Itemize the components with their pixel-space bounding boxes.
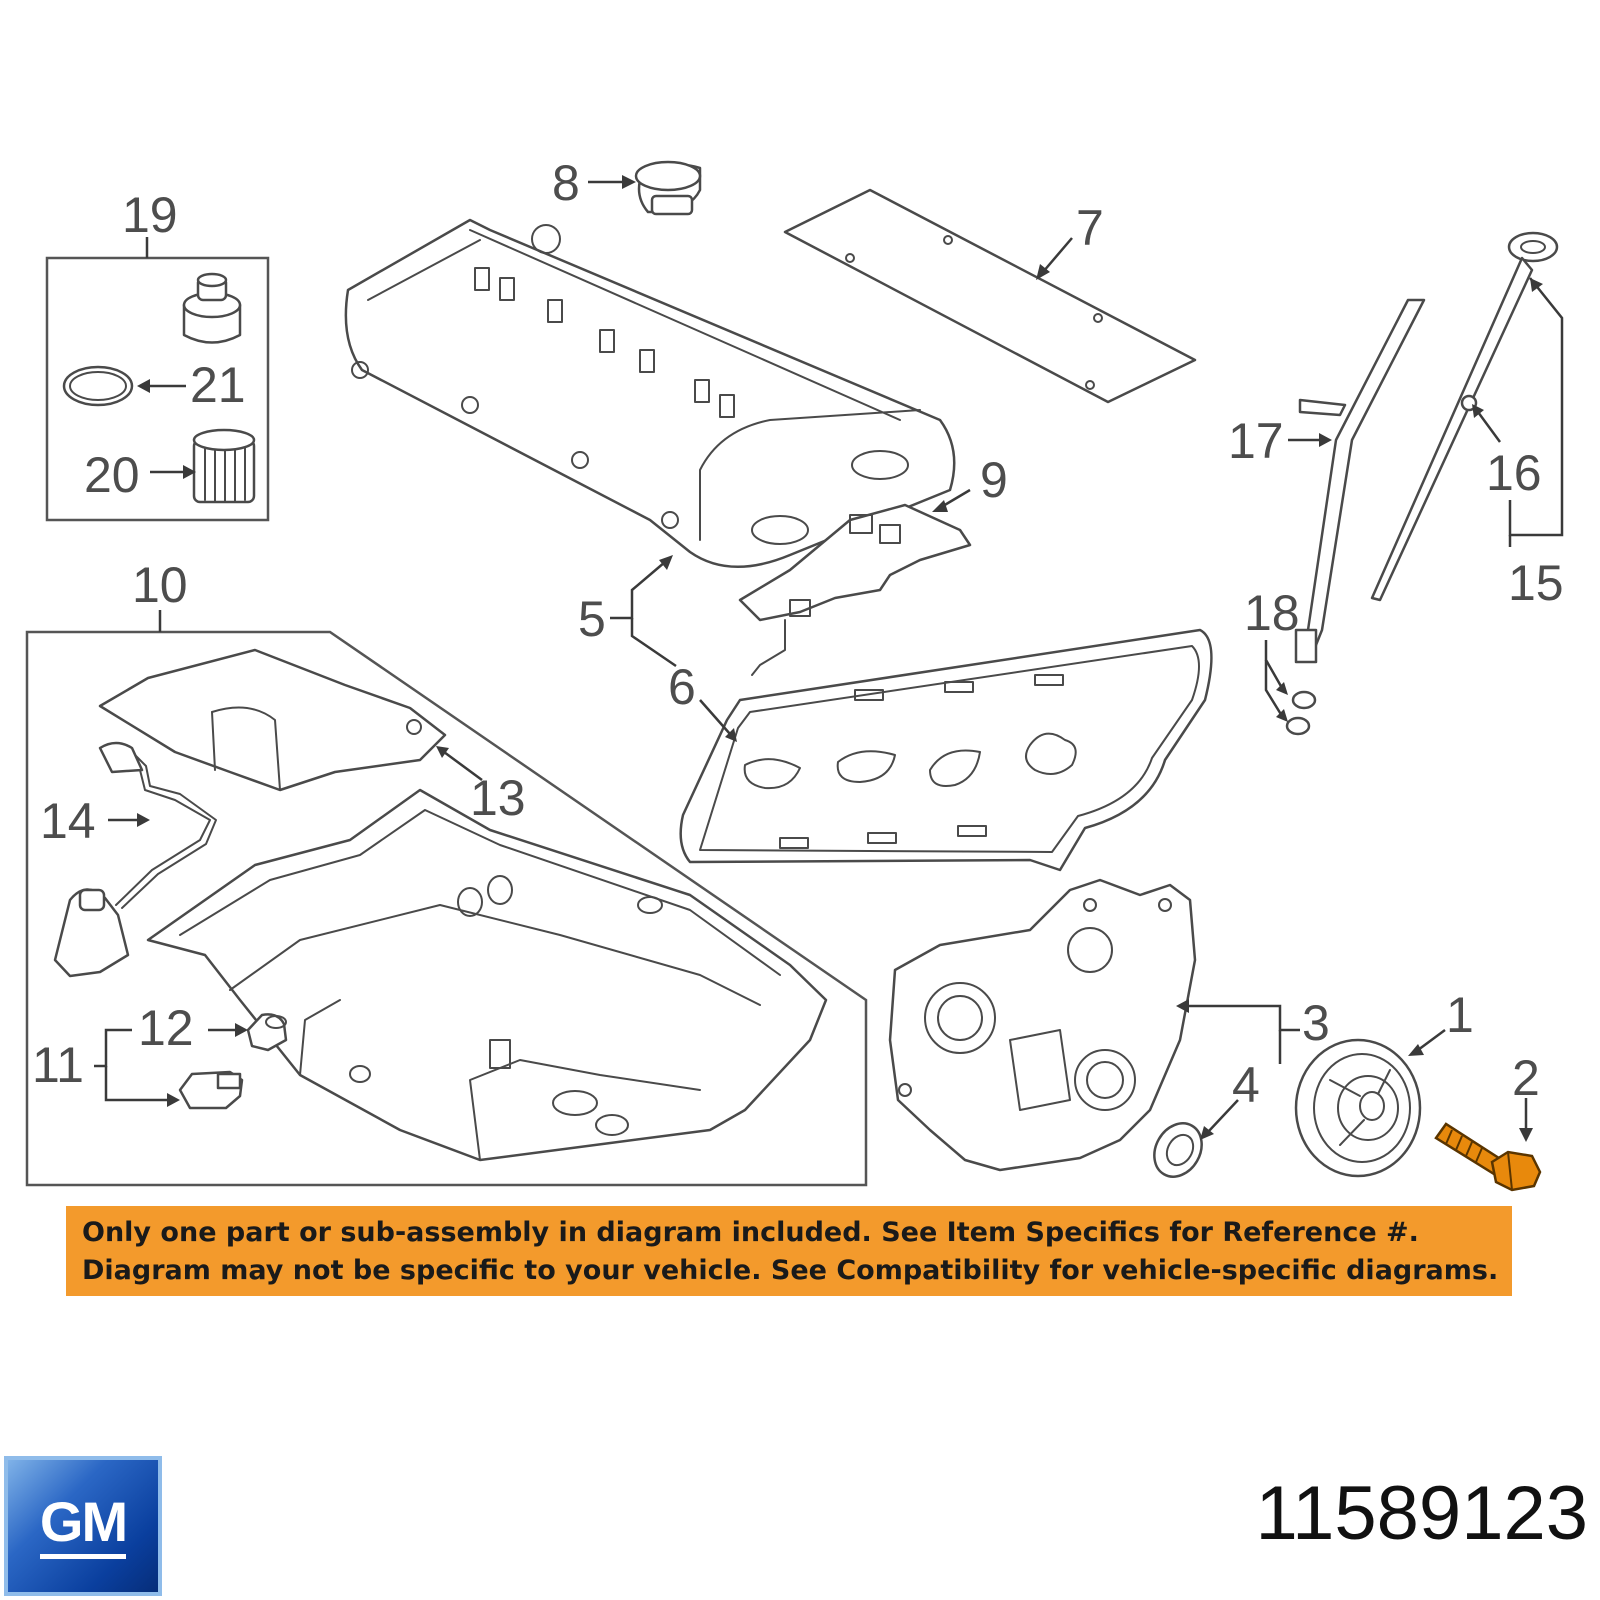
filter-cap-21 xyxy=(182,272,242,344)
callout-3: 3 xyxy=(1302,995,1330,1051)
callout-15: 15 xyxy=(1508,555,1564,611)
group-box-19 xyxy=(45,256,270,522)
o-ring-18b xyxy=(1285,716,1311,736)
callout-5: 5 xyxy=(578,591,606,647)
callout-4: 4 xyxy=(1232,1057,1260,1113)
timing-cover-3 xyxy=(888,878,1197,1172)
o-ring-18a xyxy=(1291,690,1317,710)
baffle-13 xyxy=(98,648,447,792)
drain-plug-12 xyxy=(246,1013,288,1052)
callout-7: 7 xyxy=(1076,200,1104,256)
callout-1: 1 xyxy=(1446,987,1474,1043)
notice-line-1: Only one part or sub-assembly in diagram… xyxy=(82,1217,1419,1248)
callout-20: 20 xyxy=(84,447,140,503)
callout-12: 12 xyxy=(138,1000,194,1056)
callout-18: 18 xyxy=(1244,585,1300,641)
breather-hose-9 xyxy=(738,503,972,676)
callout-9: 9 xyxy=(980,452,1008,508)
callout-13: 13 xyxy=(470,770,526,826)
filter-element-20 xyxy=(192,428,256,504)
oil-pan-10 xyxy=(146,788,828,1162)
gm-logo: GM xyxy=(4,1456,162,1596)
gm-logo-text: GM xyxy=(39,1493,128,1559)
dipstick-tube-17 xyxy=(1294,298,1426,664)
callout-2: 2 xyxy=(1512,1050,1540,1106)
notice-line-2: Diagram may not be specific to your vehi… xyxy=(82,1255,1499,1286)
callout-17: 17 xyxy=(1228,413,1284,469)
group-box-10 xyxy=(25,630,868,1187)
callout-6: 6 xyxy=(668,659,696,715)
leader-lines xyxy=(94,175,1564,1142)
callout-14: 14 xyxy=(40,793,96,849)
crank-pulley-1 xyxy=(1294,1038,1422,1178)
callout-8: 8 xyxy=(552,155,580,211)
seal-4 xyxy=(1153,1122,1203,1178)
part-number: 11589123 xyxy=(1255,1471,1589,1556)
dipstick-16 xyxy=(1370,231,1559,602)
oil-level-sensor-14 xyxy=(53,741,217,978)
drain-bolt-11 xyxy=(178,1070,244,1110)
callout-19: 19 xyxy=(122,187,178,243)
notice-banner: Only one part or sub-assembly in diagram… xyxy=(66,1206,1512,1296)
callout-10: 10 xyxy=(132,557,188,613)
crank-bolt-2-highlighted xyxy=(1434,1122,1542,1192)
oil-cap-8 xyxy=(634,160,702,216)
valve-cover-5 xyxy=(344,218,956,569)
engine-cover-7 xyxy=(783,188,1197,404)
o-ring-21 xyxy=(62,365,134,407)
valve-cover-gasket-6 xyxy=(679,628,1213,872)
callout-16: 16 xyxy=(1486,445,1542,501)
callout-21: 21 xyxy=(190,357,246,413)
callout-11: 11 xyxy=(32,1037,84,1093)
